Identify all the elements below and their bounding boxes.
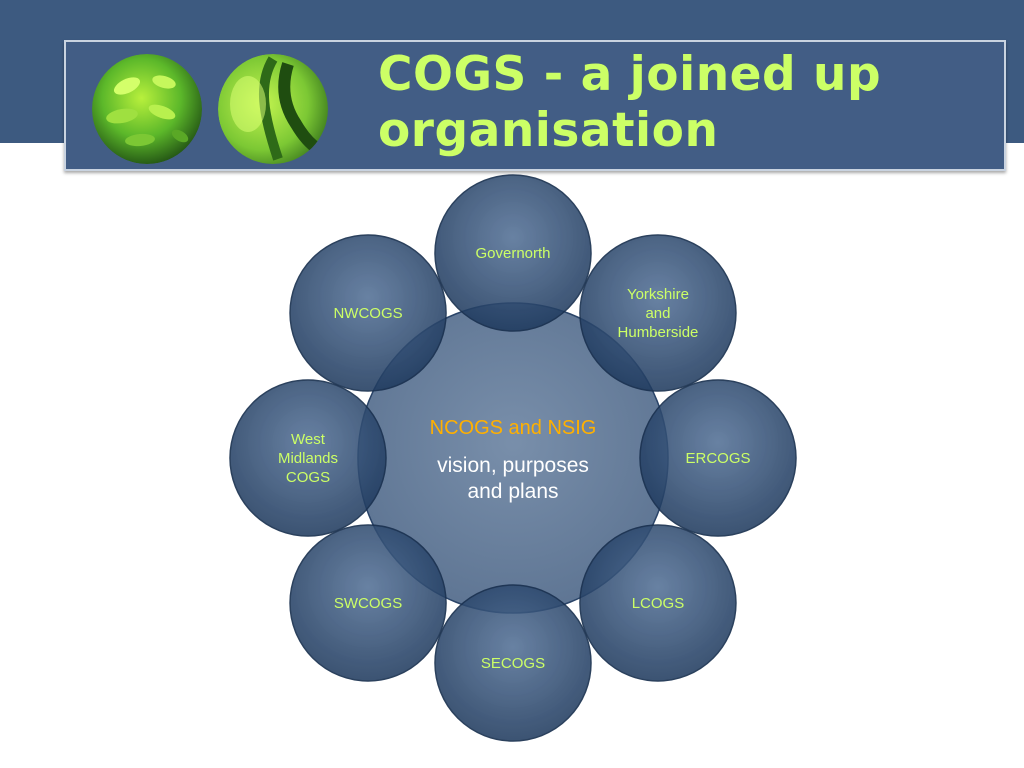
node-circle-secogs <box>434 584 592 742</box>
title-line-2: organisation <box>378 103 719 158</box>
node-circle-nwcogs <box>289 234 447 392</box>
center-title: NCOGS and NSIG <box>430 417 597 439</box>
green-leaf-circle-icon <box>92 54 202 164</box>
node-label-lcogs: LCOGS <box>632 595 685 612</box>
node-label-west-midlands: COGS <box>286 469 330 486</box>
node-label-ercogs: ERCOGS <box>685 450 750 467</box>
node-circle-swcogs <box>289 524 447 682</box>
node-circle-yorkshire <box>579 234 737 392</box>
node-secogs: SECOGS <box>434 584 592 742</box>
center-subtitle-line: vision, purposes <box>437 454 589 477</box>
node-circle-ercogs <box>639 379 797 537</box>
node-lcogs: LCOGS <box>579 524 737 682</box>
node-circle-west-midlands <box>229 379 387 537</box>
node-label-governorth: Governorth <box>475 245 550 262</box>
node-label-west-midlands: Midlands <box>278 450 338 467</box>
node-circle-governorth <box>434 174 592 332</box>
page-title: COGS - a joined up organisation <box>378 47 978 159</box>
node-label-nwcogs: NWCOGS <box>333 305 402 322</box>
center-text-group: NCOGS and NSIG vision, purposes and plans <box>430 417 597 503</box>
node-label-yorkshire: Humberside <box>618 324 699 341</box>
node-label-secogs: SECOGS <box>481 655 545 672</box>
node-label-west-midlands: West <box>291 431 326 448</box>
node-swcogs: SWCOGS <box>289 524 447 682</box>
node-label-yorkshire: Yorkshire <box>627 286 689 303</box>
node-ercogs: ERCOGS <box>639 379 797 537</box>
node-label-swcogs: SWCOGS <box>334 595 402 612</box>
node-nwcogs: NWCOGS <box>289 234 447 392</box>
node-label-yorkshire: and <box>645 305 670 322</box>
node-governorth: Governorth <box>434 174 592 332</box>
title-line-1: COGS - a joined up <box>378 47 882 102</box>
node-circle-lcogs <box>579 524 737 682</box>
center-subtitle-line: and plans <box>467 480 558 503</box>
green-leaf-circle-icon <box>218 54 328 164</box>
